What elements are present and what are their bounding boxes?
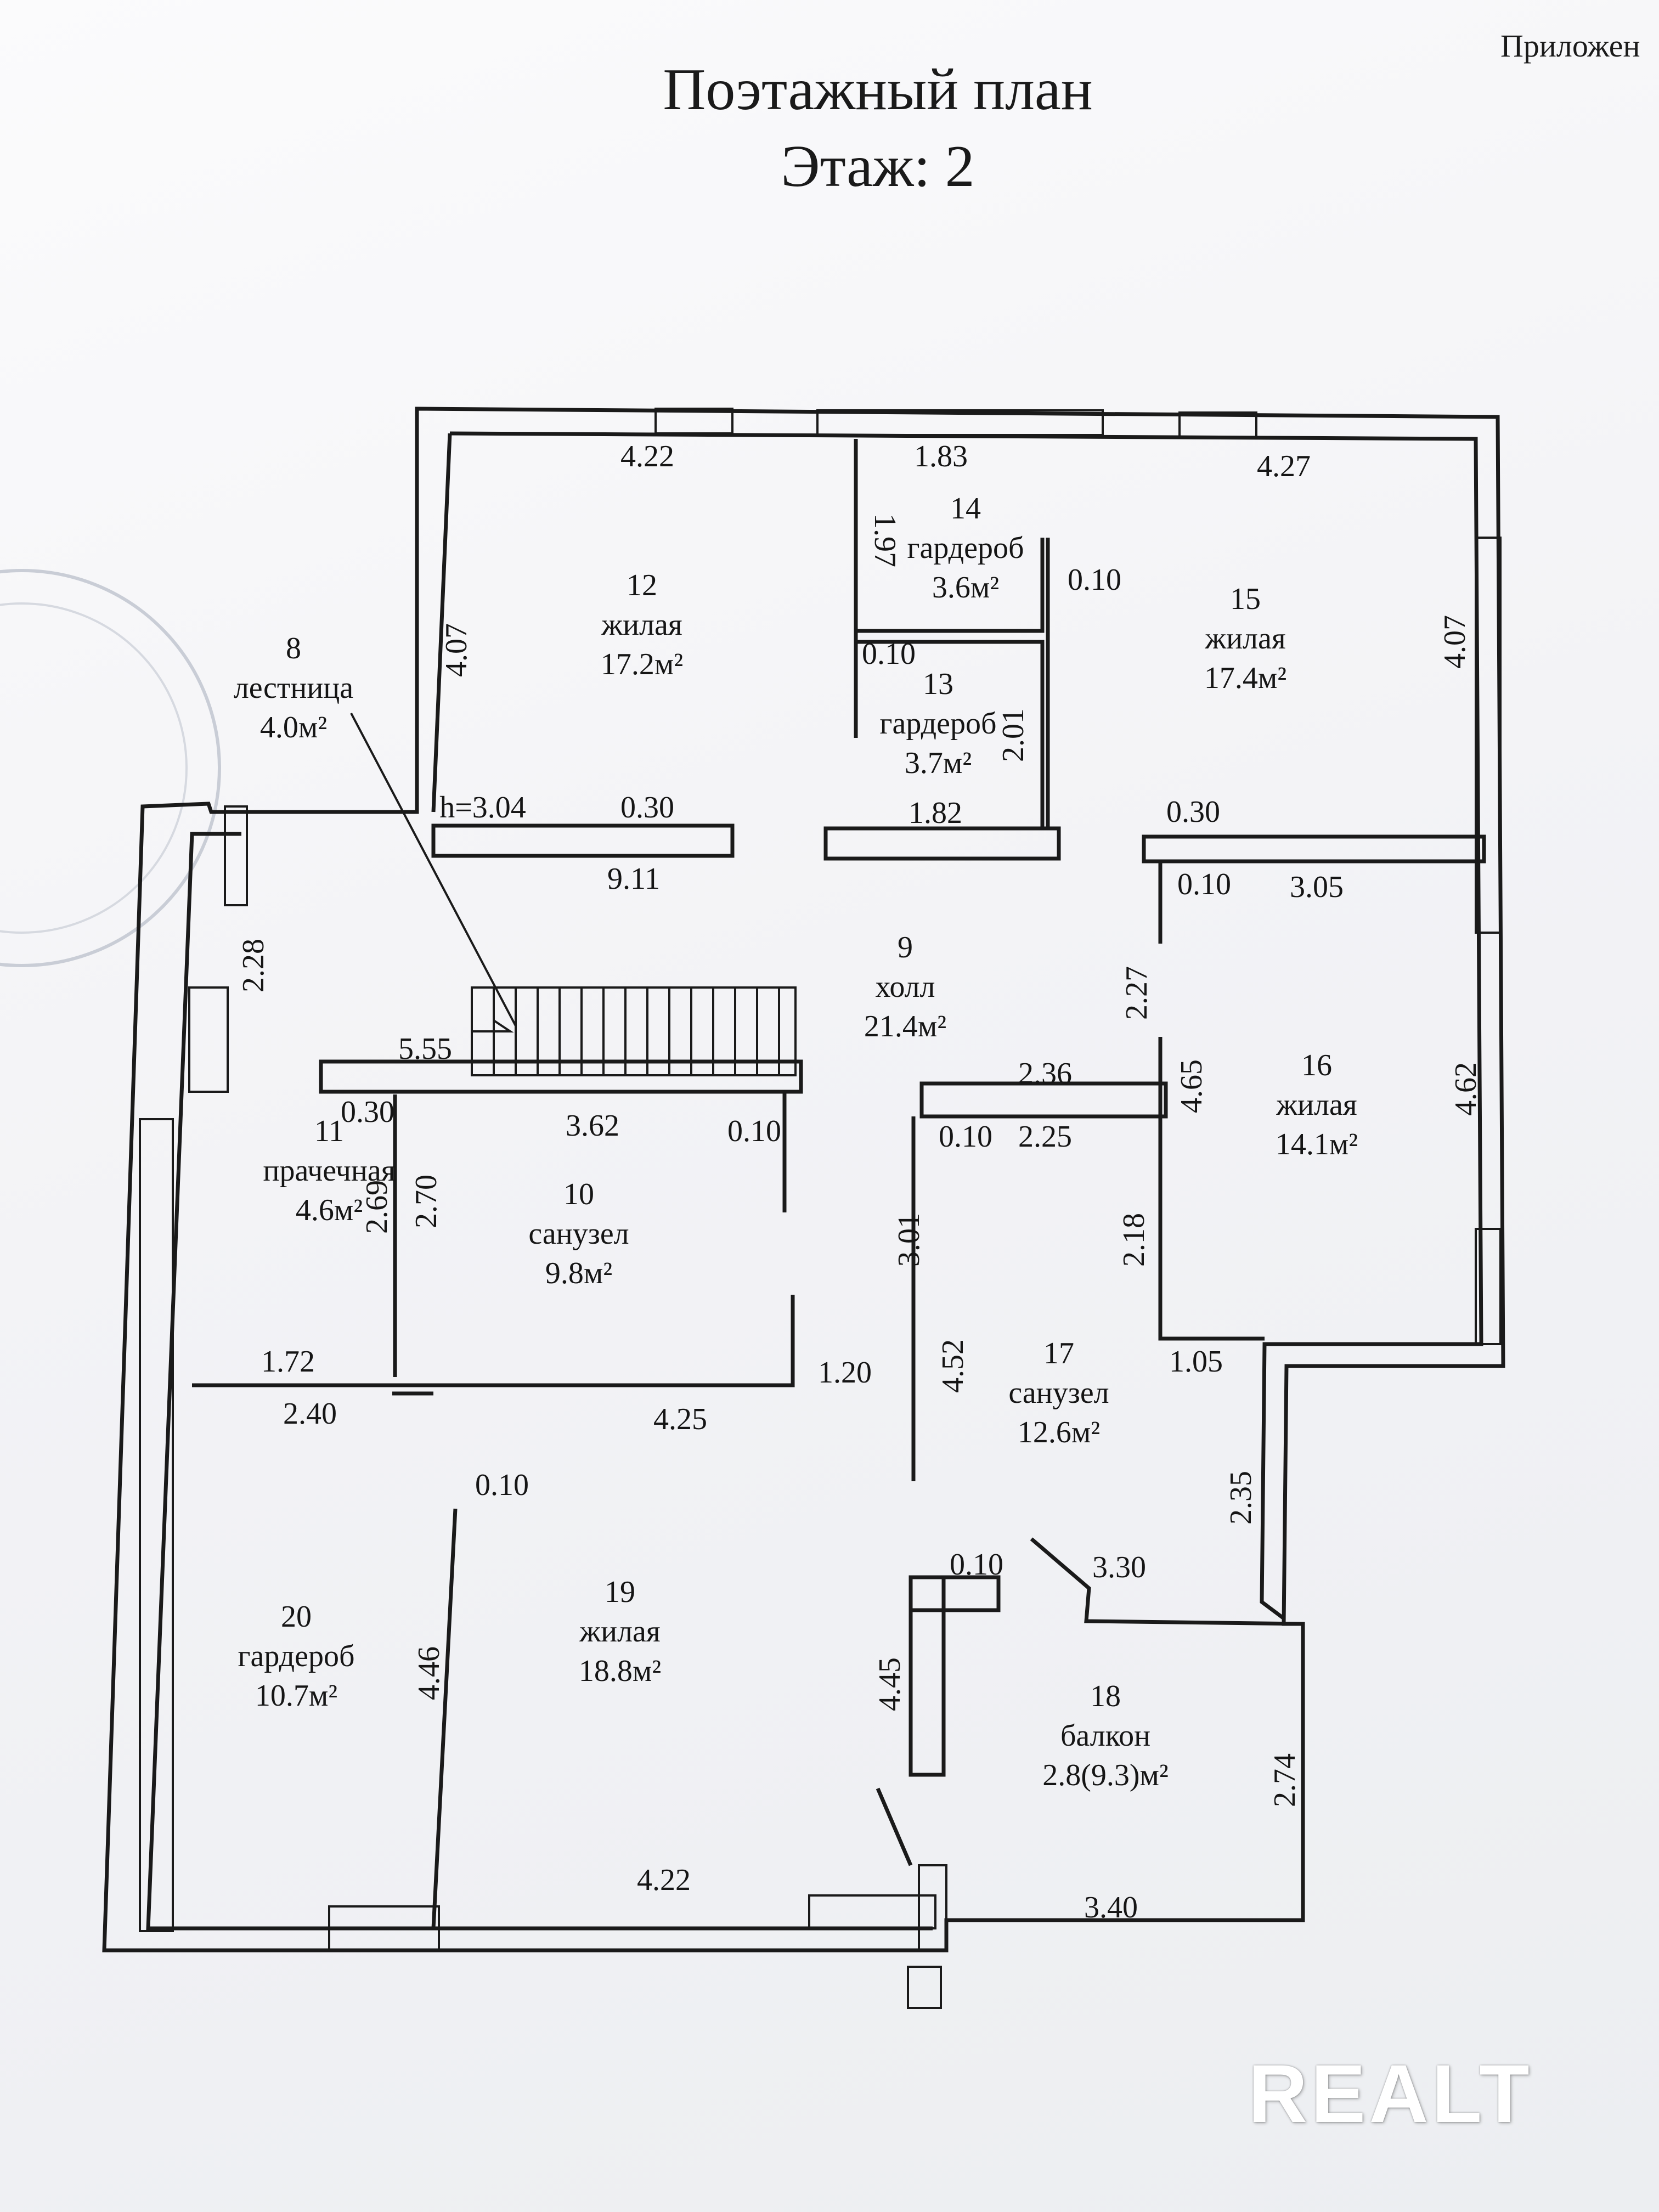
dimension-label: 4.65 (1175, 1059, 1209, 1113)
floor-subtitle: Этаж: 2 (781, 134, 975, 199)
dimension-label: 0.30 (1166, 795, 1220, 829)
dimension-label: 3.05 (1290, 870, 1344, 904)
realt-watermark-logo: REALT (1248, 2047, 1533, 2140)
dimension-label: 9.11 (607, 862, 660, 896)
dimension-label: 4.07 (1438, 615, 1472, 669)
dimension-label: 0.10 (1177, 867, 1231, 901)
dimension-label: 2.36 (1018, 1057, 1072, 1091)
dimension-label: 3.62 (566, 1109, 619, 1143)
dimension-label: 2.18 (1117, 1213, 1151, 1267)
appendix-note: Приложен (1500, 28, 1640, 64)
dimension-label: 4.46 (412, 1646, 446, 1700)
dimension-label: 4.52 (936, 1339, 970, 1393)
dimension-label: 2.70 (409, 1175, 443, 1228)
interior-walls (192, 439, 1486, 1929)
dimension-label: 1.20 (818, 1356, 872, 1390)
stamp-mark (0, 569, 221, 967)
dimension-label: 0.10 (939, 1120, 992, 1154)
windows (139, 408, 1502, 2009)
dimension-label: 4.45 (873, 1657, 907, 1711)
staircase (350, 713, 797, 1076)
dimension-label: 2.40 (283, 1397, 337, 1431)
dimension-label: 1.82 (909, 796, 962, 830)
dimension-label: 3.30 (1092, 1550, 1146, 1584)
dimension-label: 4.07 (439, 623, 473, 677)
dimension-label: 0.10 (1068, 563, 1121, 597)
stamp-inner-mark (0, 602, 188, 934)
dimension-label: 2.28 (236, 939, 270, 992)
dimension-label: 1.05 (1169, 1345, 1223, 1379)
dimension-label: 4.62 (1449, 1062, 1483, 1116)
dimension-labels: 4.22 1.83 4.27 1.97 0.10 4.07 0.10 2.01 4.07 h=3.… (236, 439, 1483, 1925)
dimension-label: 2.27 (1120, 966, 1154, 1020)
dimension-label: 1.72 (261, 1345, 315, 1379)
dimension-label: 5.55 (398, 1032, 452, 1066)
dimension-label: 0.30 (620, 791, 674, 825)
dimension-label: 2.25 (1018, 1120, 1072, 1154)
exterior-wall-inner (449, 431, 1483, 1620)
dimension-label: h=3.04 (439, 791, 526, 825)
dimension-label: 4.27 (1257, 449, 1311, 483)
dimension-label: 4.22 (620, 439, 674, 473)
dimension-label: 0.30 (341, 1095, 394, 1129)
dimension-label: 2.69 (360, 1180, 394, 1234)
dimension-label: 2.35 (1224, 1471, 1258, 1525)
dimension-label: 0.10 (950, 1548, 1003, 1582)
dimension-label: 2.01 (996, 708, 1030, 762)
dimension-label: 2.74 (1268, 1753, 1302, 1807)
dimension-label: 3.40 (1084, 1891, 1138, 1925)
dimension-label: 0.10 (862, 637, 916, 671)
dimension-label: 4.22 (637, 1863, 691, 1897)
dimension-label: 0.10 (475, 1468, 529, 1502)
dimension-label: 0.10 (727, 1114, 781, 1148)
dimension-label: 4.25 (653, 1402, 707, 1436)
plan-title: Поэтажный план (663, 57, 1093, 122)
dimension-label: 1.97 (868, 514, 902, 567)
exterior-wall-inner-left (146, 433, 933, 1931)
dimension-label: 1.83 (914, 439, 968, 473)
dimension-label: 3.01 (892, 1213, 926, 1267)
